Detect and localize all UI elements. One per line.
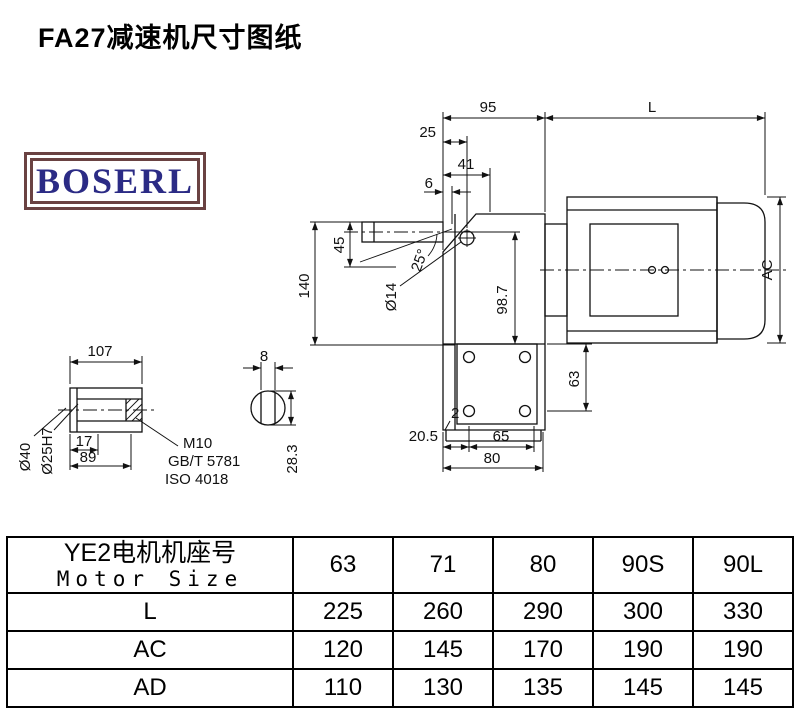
motor-frame-90l: 90L xyxy=(692,536,794,594)
shaft-section-view xyxy=(250,390,286,426)
value-L-90s: 300 xyxy=(592,592,694,632)
dim-95: 95 xyxy=(480,99,497,116)
value-L-80: 290 xyxy=(492,592,594,632)
dim-25: 25 xyxy=(419,124,436,141)
motor-frame-63: 63 xyxy=(292,536,394,594)
dim-L: L xyxy=(648,99,656,116)
motor-frame-80: 80 xyxy=(492,536,594,594)
dim-28-3: 28.3 xyxy=(284,444,301,473)
callout-m10: M10 xyxy=(183,435,212,452)
table-row-L: L 225 260 290 300 330 xyxy=(6,592,794,632)
dimensions-shaft: 107 17 89 Ø40 Ø25H7 M10 GB/T 5781 ISO 40… xyxy=(17,343,240,488)
dim-80: 80 xyxy=(484,450,501,467)
dim-107: 107 xyxy=(87,343,112,360)
row-label-AD: AD xyxy=(6,668,294,708)
table-row-AC: AC 120 145 170 190 190 xyxy=(6,630,794,670)
dim-89: 89 xyxy=(80,449,97,466)
technical-drawing: 95 L 25 41 6 45 140 xyxy=(17,99,790,488)
value-AD-71: 130 xyxy=(392,668,494,708)
value-AC-71: 145 xyxy=(392,630,494,670)
dim-65: 65 xyxy=(493,428,510,445)
motor-frame-90s: 90S xyxy=(592,536,694,594)
row-label-L: L xyxy=(6,592,294,632)
value-AD-80: 135 xyxy=(492,668,594,708)
dim-17: 17 xyxy=(76,433,93,450)
value-AD-90l: 145 xyxy=(692,668,794,708)
value-L-71: 260 xyxy=(392,592,494,632)
table-row-AD: AD 110 130 135 145 145 xyxy=(6,668,794,708)
value-AC-90l: 190 xyxy=(692,630,794,670)
value-AC-80: 170 xyxy=(492,630,594,670)
dim-angle-25deg: 25° xyxy=(408,247,432,274)
dim-45: 45 xyxy=(331,237,348,254)
row-label-AC: AC xyxy=(6,630,294,670)
callout-gbt5781: GB/T 5781 xyxy=(168,453,240,470)
dim-2: 2 xyxy=(451,405,459,422)
dim-63: 63 xyxy=(566,371,583,388)
motor xyxy=(540,196,790,344)
value-L-63: 225 xyxy=(292,592,394,632)
table-header-row: YE2电机机座号 Motor Size 63 71 80 90S 90L xyxy=(6,536,794,594)
value-AC-63: 120 xyxy=(292,630,394,670)
boserl-logo: BOSERL xyxy=(24,152,206,210)
gearbox-housing xyxy=(442,213,546,442)
dim-dia14: Ø14 xyxy=(383,283,400,311)
dim-20-5: 20.5 xyxy=(409,428,438,445)
callout-iso4018: ISO 4018 xyxy=(165,471,228,488)
value-L-90l: 330 xyxy=(692,592,794,632)
dim-8: 8 xyxy=(260,348,268,365)
motor-size-label-cn: YE2电机机座号 xyxy=(63,538,237,567)
value-AC-90s: 190 xyxy=(592,630,694,670)
dim-6: 6 xyxy=(425,175,433,192)
dim-98-7: 98.7 xyxy=(494,285,511,314)
output-shaft-view xyxy=(58,387,154,433)
dimensions-section: 8 28.3 xyxy=(243,348,301,474)
dim-dia25h7: Ø25H7 xyxy=(39,427,56,475)
motor-size-label-en: Motor Size xyxy=(56,567,244,592)
motor-dimension-table: YE2电机机座号 Motor Size 63 71 80 90S 90L L 2… xyxy=(6,536,794,708)
motor-frame-71: 71 xyxy=(392,536,494,594)
dimensions-main: 95 L 25 41 6 45 140 xyxy=(296,99,786,472)
value-AD-63: 110 xyxy=(292,668,394,708)
dim-dia40: Ø40 xyxy=(17,443,34,471)
value-AD-90s: 145 xyxy=(592,668,694,708)
dim-140: 140 xyxy=(296,273,313,298)
dim-AC: AC xyxy=(759,259,776,280)
page-title: FA27减速机尺寸图纸 xyxy=(38,23,303,53)
motor-size-header-cell: YE2电机机座号 Motor Size xyxy=(6,536,294,594)
dim-41: 41 xyxy=(458,156,475,173)
boserl-logo-text: BOSERL xyxy=(30,158,200,204)
